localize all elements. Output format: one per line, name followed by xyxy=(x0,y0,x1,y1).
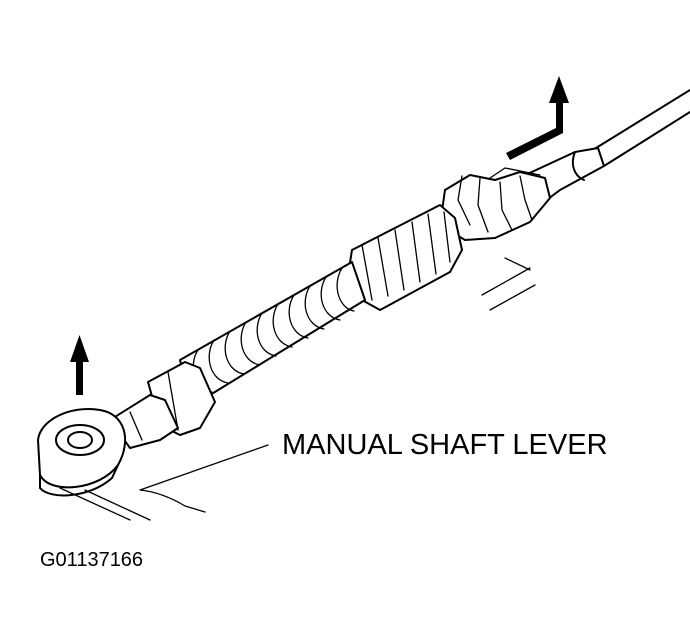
corrugated-boot xyxy=(179,261,366,401)
cable-end-fitting xyxy=(439,147,605,241)
figure-id: G01137166 xyxy=(40,549,143,571)
control-cable xyxy=(593,89,690,167)
up-arrow-icon xyxy=(70,335,89,395)
bent-arrow-icon xyxy=(506,76,569,160)
reference-lines xyxy=(59,257,536,521)
rod-end-eyelet xyxy=(37,394,179,497)
leader-line xyxy=(139,444,269,513)
manual-shaft-lever-label: MANUAL SHAFT LEVER xyxy=(282,429,608,461)
adjuster-sleeve xyxy=(347,204,463,311)
